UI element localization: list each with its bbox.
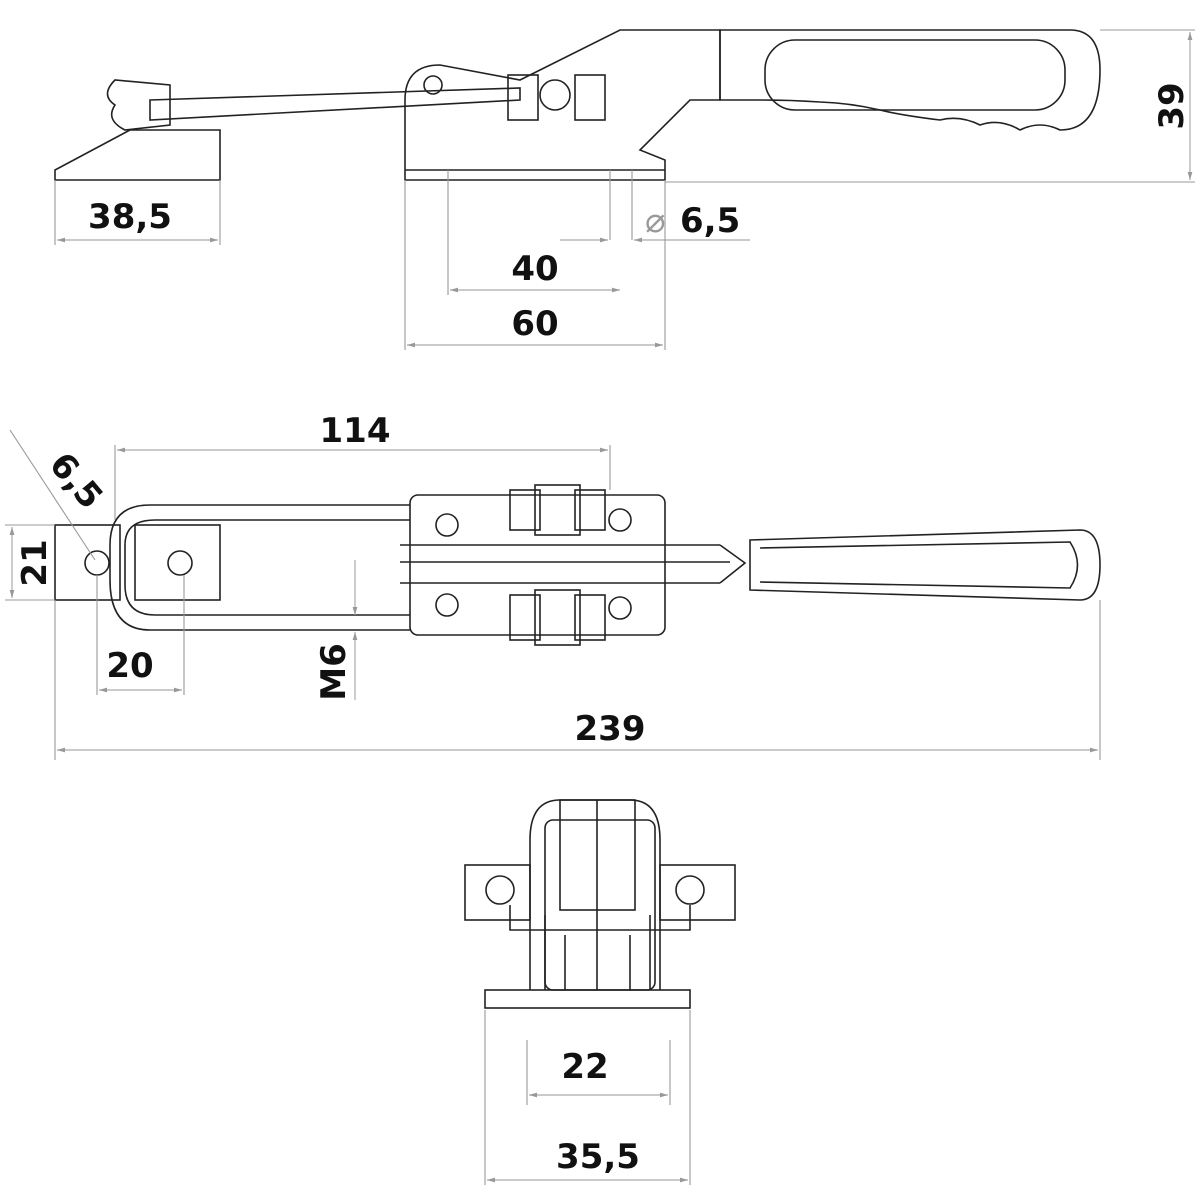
dim-hole-spacing: 40 [511, 249, 558, 289]
dim-hook-width: 21 [15, 539, 55, 586]
dim-front-hole-spacing: 22 [561, 1047, 608, 1087]
top-view: 114 6,5 21 20 M6 239 [5, 411, 1101, 760]
dim-thread: M6 [314, 643, 354, 701]
dim-hook-hole-spacing: 20 [106, 646, 153, 686]
dim-height: 39 [1152, 82, 1192, 129]
dim-hook-length: 114 [320, 411, 391, 451]
dim-hole-diameter: 6,5 [680, 201, 740, 241]
dim-overall-length: 239 [575, 709, 646, 749]
side-view: 39 38,5 ⌀ 6,5 40 60 [54, 29, 1195, 350]
front-view: 22 35,5 [464, 799, 736, 1185]
dim-hook-hole-diameter: 6,5 [41, 445, 110, 517]
diameter-symbol: ⌀ [645, 201, 665, 241]
dim-latch-base-length: 38,5 [88, 197, 172, 237]
dim-base-width: 35,5 [556, 1137, 640, 1177]
dim-base-length: 60 [511, 304, 558, 344]
